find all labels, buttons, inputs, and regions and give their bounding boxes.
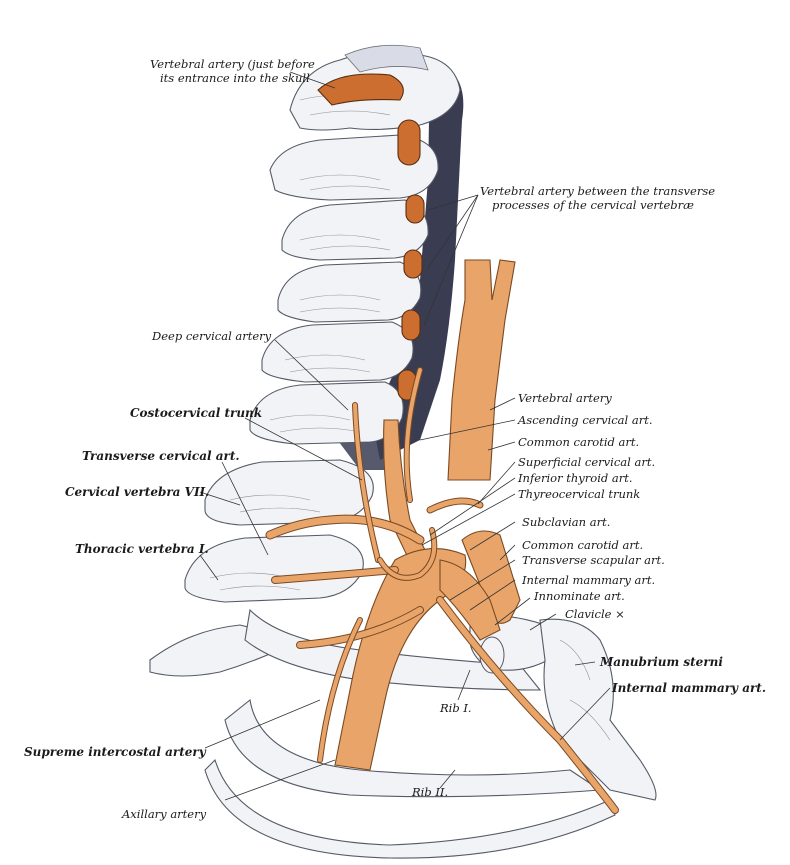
vertebral-artery-skull-segment xyxy=(317,73,404,106)
label-common-carotid-2: Common carotid art. xyxy=(522,538,643,552)
labels: Vertebral artery (just before its entran… xyxy=(24,57,766,821)
label-deep-cervical: Deep cervical artery xyxy=(151,329,272,343)
label-cervical-vertebra-vii: Cervical vertebra VII. xyxy=(65,485,209,499)
label-supreme-intercostal: Supreme intercostal artery xyxy=(24,745,207,759)
label-subclavian: Subclavian art. xyxy=(522,515,610,529)
label-axillary: Axillary artery xyxy=(121,807,207,821)
label-manubrium: Manubrium sterni xyxy=(599,655,723,669)
label-clavicle: Clavicle × xyxy=(565,607,625,621)
label-innominate: Innominate art. xyxy=(533,589,625,603)
label-inferior-thyroid: Inferior thyroid art. xyxy=(517,471,633,485)
vertebral-segment-c4 xyxy=(403,249,423,279)
label-ascending-cervical: Ascending cervical art. xyxy=(517,413,653,427)
common-carotid-upper xyxy=(447,259,516,481)
label-vertebral-artery: Vertebral artery xyxy=(518,391,612,405)
label-vertebral-artery-skull-2: its entrance into the skull xyxy=(160,71,310,85)
label-vertebral-between-2: processes of the cervical vertebræ xyxy=(492,198,694,212)
label-common-carotid-1: Common carotid art. xyxy=(518,435,639,449)
label-rib-i: Rib I. xyxy=(439,701,472,715)
label-costocervical: Costocervical trunk xyxy=(130,406,262,420)
thoracic-bones xyxy=(149,608,657,859)
label-thyreocervical: Thyreocervical trunk xyxy=(518,487,640,501)
innominate-artery xyxy=(439,559,501,641)
label-transverse-scapular: Transverse scapular art. xyxy=(522,553,665,567)
vertebral-segment-c2 xyxy=(397,119,421,166)
vertebral-segment-c3 xyxy=(405,194,425,224)
cervical-vertebrae xyxy=(184,44,461,603)
label-vertebral-between-1: Vertebral artery between the transverse xyxy=(480,184,715,198)
vertebral-segment-c5 xyxy=(401,309,421,341)
label-transverse-cervical: Transverse cervical art. xyxy=(82,449,240,463)
label-thoracic-vertebra-i: Thoracic vertebra I. xyxy=(75,542,209,556)
label-superficial-cervical: Superficial cervical art. xyxy=(518,455,655,469)
label-internal-mammary-2: Internal mammary art. xyxy=(611,681,766,695)
arteries xyxy=(265,73,619,814)
leader-lines xyxy=(199,71,611,801)
label-rib-ii: Rib II. xyxy=(411,785,448,799)
label-internal-mammary-1: Internal mammary art. xyxy=(521,573,655,587)
label-vertebral-artery-skull-1: Vertebral artery (just before xyxy=(150,57,315,71)
